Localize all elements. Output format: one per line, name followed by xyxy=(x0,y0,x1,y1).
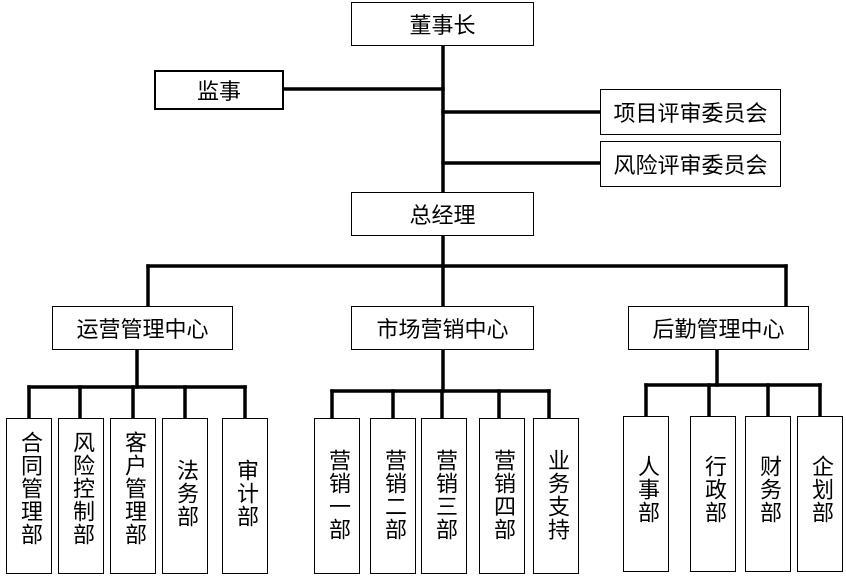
center-label: 运营管理中心 xyxy=(76,318,209,343)
department-box: 审计部 xyxy=(222,418,268,574)
department-label: 营销三部 xyxy=(432,449,457,541)
committee-label: 风险评审委员会 xyxy=(613,154,768,179)
chairman-box: 董事长 xyxy=(351,2,534,46)
department-label: 营销二部 xyxy=(381,449,406,541)
committee-box-risk: 风险评审委员会 xyxy=(600,141,781,187)
department-box: 合同管理部 xyxy=(6,418,52,574)
department-box: 营销一部 xyxy=(314,418,360,574)
department-label: 行政部 xyxy=(701,455,726,524)
general-manager-box: 总经理 xyxy=(351,192,534,236)
center-box-logistics: 后勤管理中心 xyxy=(628,306,809,350)
department-box: 营销四部 xyxy=(479,418,525,574)
general-manager-label: 总经理 xyxy=(409,204,476,229)
department-box: 营销三部 xyxy=(421,418,467,574)
department-box: 业务支持 xyxy=(533,418,579,574)
department-label: 财务部 xyxy=(756,455,781,524)
center-box-marketing: 市场营销中心 xyxy=(351,306,534,350)
department-label: 营销一部 xyxy=(325,449,350,541)
department-label: 合同管理部 xyxy=(17,431,42,546)
department-box: 风险控制部 xyxy=(58,418,104,574)
department-box: 营销二部 xyxy=(370,418,416,574)
department-label: 审计部 xyxy=(233,459,258,528)
department-label: 人事部 xyxy=(634,455,659,524)
department-box: 人事部 xyxy=(623,416,669,572)
department-box: 客户管理部 xyxy=(110,418,156,574)
department-label: 企划部 xyxy=(808,455,833,524)
department-label: 营销四部 xyxy=(490,449,515,541)
department-box: 法务部 xyxy=(162,418,208,574)
center-box-operations: 运营管理中心 xyxy=(52,306,233,350)
center-label: 后勤管理中心 xyxy=(652,318,785,343)
chairman-label: 董事长 xyxy=(409,14,476,39)
supervisor-box: 监事 xyxy=(154,70,284,110)
department-label: 业务支持 xyxy=(544,449,569,541)
supervisor-label: 监事 xyxy=(196,80,241,105)
department-box: 行政部 xyxy=(690,416,736,572)
department-label: 客户管理部 xyxy=(121,431,146,546)
committee-label: 项目评审委员会 xyxy=(613,102,768,127)
department-box: 企划部 xyxy=(797,416,843,572)
committee-box-project: 项目评审委员会 xyxy=(600,89,781,135)
department-label: 风险控制部 xyxy=(69,431,94,546)
center-label: 市场营销中心 xyxy=(376,318,509,343)
department-label: 法务部 xyxy=(173,459,198,528)
department-box: 财务部 xyxy=(745,416,791,572)
